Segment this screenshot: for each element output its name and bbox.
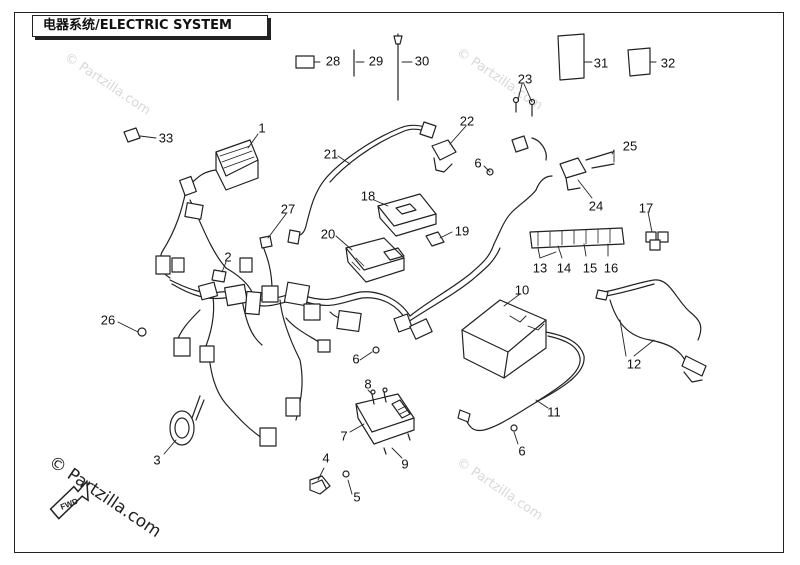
callout-17: 17 (638, 200, 654, 216)
callout-15: 15 (582, 260, 598, 276)
part-25-screws (585, 151, 615, 169)
part-11-cable (457, 331, 585, 432)
callout-8: 8 (364, 376, 372, 392)
part-10-battery (461, 299, 547, 379)
part-32-pad (627, 47, 651, 77)
callout-27: 27 (280, 201, 296, 217)
leader-lines (117, 61, 657, 495)
callout-30: 30 (414, 53, 430, 69)
callout-4: 4 (322, 450, 330, 466)
fwd-arrow-icon: FWD (49, 479, 89, 520)
callout-13: 13 (532, 260, 548, 276)
part-8-screws (370, 387, 388, 405)
callout-23: 23 (517, 71, 533, 87)
callout-31: 31 (593, 55, 609, 71)
callout-5: 5 (353, 489, 361, 505)
callout-21: 21 (323, 146, 339, 162)
callout-6c: 6 (518, 443, 526, 459)
part-26-nut (137, 327, 147, 337)
part-12-o2-sensor (595, 279, 707, 383)
part-23-screws (511, 96, 547, 161)
callout-11: 11 (547, 404, 561, 420)
callout-6b: 6 (352, 351, 360, 367)
callout-2: 2 (224, 249, 232, 265)
callout-28: 28 (325, 53, 341, 69)
callout-18: 18 (360, 188, 376, 204)
callout-32: 32 (660, 55, 676, 71)
diagram-frame (14, 12, 784, 553)
part-5-bolt (342, 470, 350, 478)
part-3-horn (169, 395, 205, 446)
part-19-relay (425, 231, 445, 247)
part-22-sensor (431, 139, 457, 173)
callout-19: 19 (454, 223, 470, 239)
callout-20: 20 (320, 226, 336, 242)
callout-25: 25 (622, 138, 638, 154)
part-13-16-fuse-strip (529, 227, 625, 249)
part-7-ecu (355, 393, 415, 445)
diagram-title: 电器系统/ELECTRIC SYSTEM (32, 15, 268, 37)
callout-33: 33 (158, 130, 174, 146)
part-31-pad (557, 33, 585, 81)
part-27-clip (259, 235, 273, 249)
callout-7: 7 (340, 428, 348, 444)
part-28-block (295, 55, 315, 69)
callout-10: 10 (514, 282, 530, 298)
callout-16: 16 (603, 260, 619, 276)
callout-14: 14 (556, 260, 572, 276)
callout-26: 26 (100, 312, 116, 328)
callout-3: 3 (153, 452, 161, 468)
part-17-fuses (645, 231, 669, 251)
part-1-regulator (187, 139, 259, 191)
harness-connectors (155, 175, 433, 447)
callout-22: 22 (459, 113, 475, 129)
part-20-relaybox (345, 237, 405, 283)
part-6-nuts (372, 168, 518, 432)
callout-24: 24 (588, 198, 604, 214)
part-9-screws (383, 433, 411, 455)
callout-29: 29 (368, 53, 384, 69)
part-4-relay (309, 475, 331, 495)
callout-9: 9 (401, 456, 409, 472)
callout-6a: 6 (474, 155, 482, 171)
part-33-clip (123, 127, 141, 143)
part-18-fusebox (377, 193, 437, 237)
callout-12: 12 (626, 356, 642, 372)
callout-1: 1 (258, 120, 266, 136)
part-30-tie (393, 33, 403, 101)
part-2-clip (211, 269, 227, 283)
part-21-wire (287, 121, 437, 245)
part-24-sensor (559, 157, 587, 191)
